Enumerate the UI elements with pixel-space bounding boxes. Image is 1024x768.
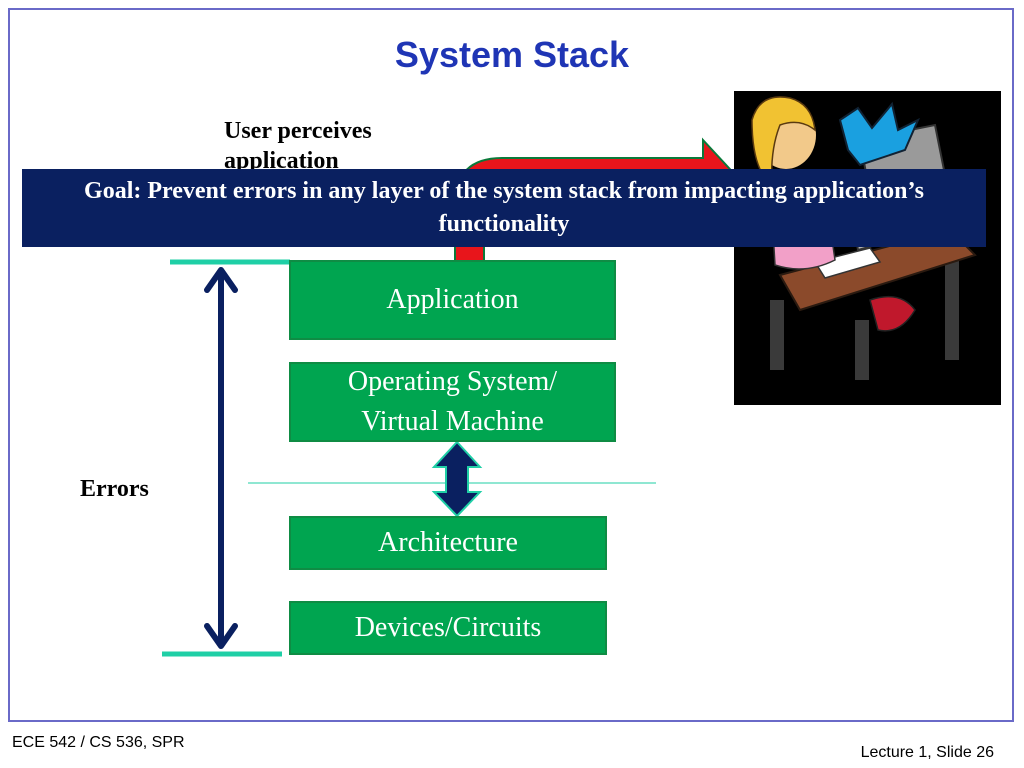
slide-frame — [8, 8, 1014, 722]
double-arrow-icon — [431, 440, 483, 518]
user-at-computer-clipart — [734, 91, 1001, 405]
layer-architecture: Architecture — [289, 516, 607, 570]
errors-label: Errors — [80, 476, 149, 502]
layer-operating-system: Operating System/ Virtual Machine — [289, 362, 616, 442]
layer-os-line1: Operating System/ — [347, 366, 558, 397]
layer-os-line2: Virtual Machine — [361, 406, 544, 437]
footer-slide-number: Lecture 1, Slide 26 — [860, 744, 994, 761]
vertical-double-arrow-icon — [204, 267, 238, 649]
footer-course: ECE 542 / CS 536, SPR — [12, 734, 185, 751]
slide-title: System Stack — [394, 34, 630, 75]
goal-banner: Goal: Prevent errors in any layer of the… — [22, 169, 986, 247]
layer-application: Application — [289, 260, 616, 340]
layer-devices-circuits: Devices/Circuits — [289, 601, 607, 655]
